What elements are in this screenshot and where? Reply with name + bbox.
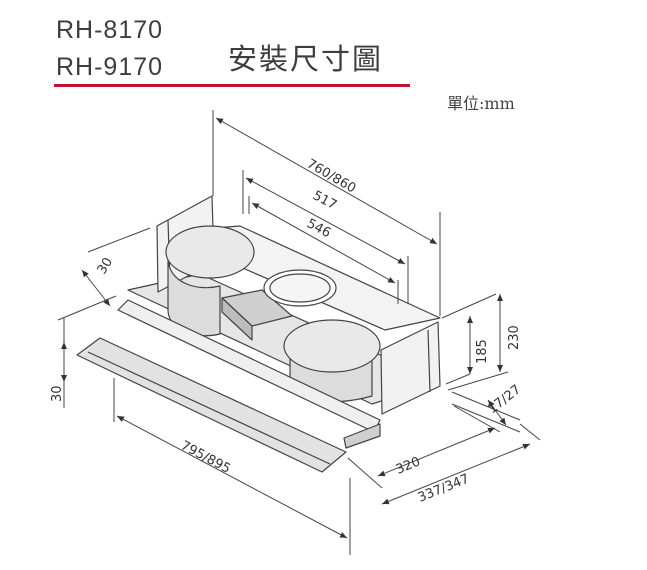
dim-depth-a: 320 — [394, 455, 423, 478]
dim-height-b: 230 — [507, 325, 522, 350]
title-underline — [54, 84, 410, 87]
range-hood-drawing — [76, 195, 441, 473]
dim-inner-width-b: 546 — [304, 216, 333, 241]
dim-inner-width-a: 517 — [310, 188, 339, 213]
dim-left-offset: 30 — [95, 255, 116, 277]
dim-front-height: 30 — [50, 385, 65, 402]
page-title: 安裝尺寸圖 — [228, 42, 384, 76]
dimension-lines — [57, 110, 541, 555]
right-bracket — [380, 321, 441, 415]
model-number-2: RH-9170 — [56, 53, 164, 81]
model-number-1: RH-8170 — [56, 16, 164, 44]
front-bezel — [117, 299, 381, 433]
unit-label: 單位:mm — [447, 94, 515, 113]
dim-side-lip: 17/27 — [485, 382, 524, 417]
dim-overall-width: 760/860 — [304, 156, 358, 196]
dim-depth-b: 337/347 — [416, 472, 472, 506]
dim-front-width: 795/895 — [178, 438, 233, 477]
dim-height-a: 185 — [475, 339, 490, 364]
